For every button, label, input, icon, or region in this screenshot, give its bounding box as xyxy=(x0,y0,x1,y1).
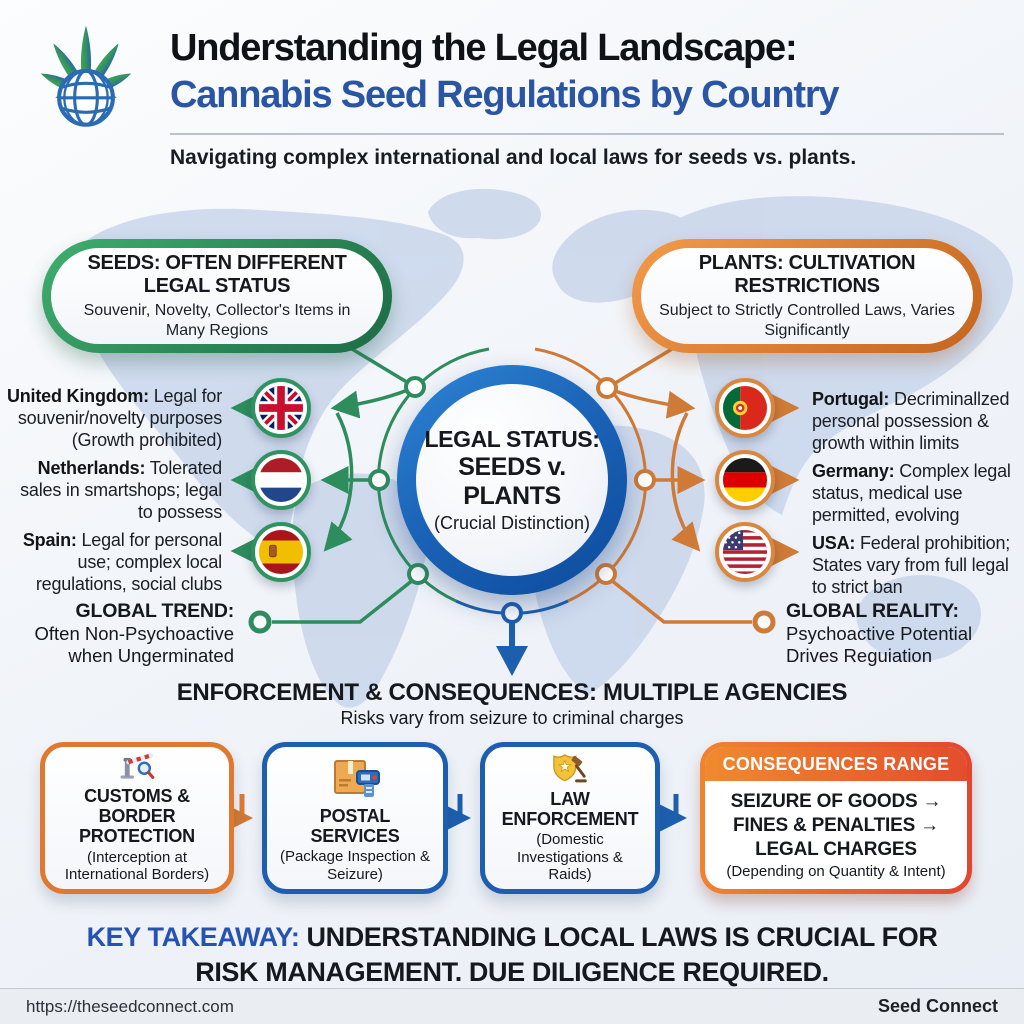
global-reality-text: Psychoactive Potential Drives Reguiation xyxy=(786,623,973,666)
enforcement-title: ENFORCEMENT & CONSEQUENCES: MULTIPLE AGE… xyxy=(176,679,848,706)
country-label: Portugal: xyxy=(812,389,890,409)
legal-status-hub: LEGAL STATUS: SEEDS v. PLANTS (Crucial D… xyxy=(397,365,627,595)
footer-bar: https://theseedconnect.com Seed Connect xyxy=(0,988,1024,1024)
country-united-kingdom: United Kingdom: Legal for souvenir/novel… xyxy=(6,386,222,452)
global-trend-text: Often Non-Psychoactive when Ungerminated xyxy=(34,623,234,666)
global-trend-note: GLOBAL TREND: Often Non-Psychoactive whe… xyxy=(6,600,235,667)
plants-pill-subtitle: Subject to Strictly Controlled Laws, Var… xyxy=(659,302,955,339)
hub-line3: (Crucial Distinction) xyxy=(433,513,591,533)
global-trend-label: GLOBAL TREND: xyxy=(75,600,235,622)
plants-restrictions-pill: PLANTS: CULTIVATION RESTRICTIONS Subject… xyxy=(632,239,982,353)
seeds-pill-title: SEEDS: OFTEN DIFFERENT LEGAL STATUS xyxy=(87,252,347,298)
hub-line2: SEEDS v. PLANTS xyxy=(458,453,566,510)
germany-flag-icon xyxy=(715,450,775,510)
portugal-flag-icon xyxy=(715,378,775,438)
agency-subtitle: (Domestic Investigations & Raids) xyxy=(517,831,623,883)
country-label: Netherlands: xyxy=(37,458,146,478)
country-text: Legal for personal use; complex local re… xyxy=(35,530,222,594)
takeaway-text: UNDERSTANDING LOCAL LAWS IS CRUCIAL FOR … xyxy=(195,922,938,988)
network-nodes xyxy=(248,376,776,634)
country-portugal: Portugal: Decriminallzed personal posses… xyxy=(812,389,1018,455)
plants-pill-title: PLANTS: CULTIVATION RESTRICTIONS xyxy=(698,252,916,298)
global-reality-label: GLOBAL REALITY: xyxy=(786,600,959,622)
page-subtitle: Navigating complex international and loc… xyxy=(170,146,857,169)
agency-title: LAW ENFORCEMENT xyxy=(501,788,639,830)
country-label: Germany: xyxy=(812,461,895,481)
agency-subtitle: (Interception at International Borders) xyxy=(64,848,210,883)
key-takeaway: KEY TAKEAWAY: UNDERSTANDING LOCAL LAWS I… xyxy=(72,920,952,990)
country-netherlands: Netherlands: Tolerated sales in smartsho… xyxy=(6,458,222,524)
postal-box: POSTAL SERVICES (Package Inspection & Se… xyxy=(262,742,448,894)
seed-connect-logo xyxy=(40,25,132,127)
globe-icon xyxy=(57,68,115,127)
country-label: USA: xyxy=(812,533,856,553)
country-text: Federal prohibition; States vary from fu… xyxy=(812,533,1011,597)
seeds-status-pill: SEEDS: OFTEN DIFFERENT LEGAL STATUS Souv… xyxy=(42,239,392,353)
global-reality-note: GLOBAL REALITY: Psychoactive Potential D… xyxy=(786,600,1011,667)
spain-flag-icon xyxy=(251,522,311,582)
usa-flag-icon xyxy=(715,522,775,582)
footer-url: https://theseedconnect.com xyxy=(26,996,234,1016)
country-text: Legal for souvenir/novelty purposes (Gro… xyxy=(17,386,222,450)
header-divider xyxy=(170,133,1004,135)
law-badge-gavel-icon xyxy=(553,754,587,783)
seeds-pill-subtitle: Souvenir, Novelty, Collector's Items in … xyxy=(83,302,351,339)
enforcement-subtitle: Risks vary from seizure to criminal char… xyxy=(340,708,684,728)
country-spain: Spain: Legal for personal use; complex l… xyxy=(6,530,222,596)
uk-flag-icon xyxy=(251,378,311,438)
consequence-line: SEIZURE OF GOODS → xyxy=(730,790,942,812)
country-label: Spain: xyxy=(22,530,77,550)
country-text: Decriminallzed personal possession & gro… xyxy=(812,389,1010,453)
hub-line1: LEGAL STATUS: xyxy=(424,426,600,452)
customs-barrier-magnifier-icon xyxy=(120,753,155,779)
consequence-line: LEGAL CHARGES xyxy=(755,839,917,861)
customs-box: CUSTOMS & BORDER PROTECTION (Interceptio… xyxy=(40,742,234,894)
agency-subtitle: (Package Inspection & Seizure) xyxy=(279,848,431,883)
page-title-line2: Cannabis Seed Regulations by Country xyxy=(170,74,840,116)
country-text: Tolerated sales in smartshops; legal to … xyxy=(20,458,222,522)
consequences-subtitle: (Depending on Quantity & Intent) xyxy=(726,863,946,881)
agency-title: CUSTOMS & BORDER PROTECTION xyxy=(78,786,195,847)
postal-package-scanner-icon xyxy=(334,760,380,798)
takeaway-label: KEY TAKEAWAY: xyxy=(86,922,300,952)
consequence-line: FINES & PENALTIES → xyxy=(733,814,939,836)
consequences-header: CONSEQUENCES RANGE xyxy=(705,747,967,781)
country-label: United Kingdom: xyxy=(6,386,149,406)
footer-brand: Seed Connect xyxy=(877,996,998,1016)
country-usa: USA: Federal prohibition; States vary fr… xyxy=(812,533,1018,599)
down-arrow-icon xyxy=(496,622,528,676)
country-text: Complex legal status, medical use permit… xyxy=(812,461,1011,525)
consequences-box: CONSEQUENCES RANGE SEIZURE OF GOODS → FI… xyxy=(700,742,972,894)
netherlands-flag-icon xyxy=(251,450,311,510)
law-enforcement-box: LAW ENFORCEMENT (Domestic Investigations… xyxy=(480,742,660,894)
agency-flow-arrows xyxy=(213,794,687,838)
agency-title: POSTAL SERVICES xyxy=(310,806,400,847)
page-title-line1: Understanding the Legal Landscape: xyxy=(170,27,798,69)
country-germany: Germany: Complex legal status, medical u… xyxy=(812,461,1018,527)
